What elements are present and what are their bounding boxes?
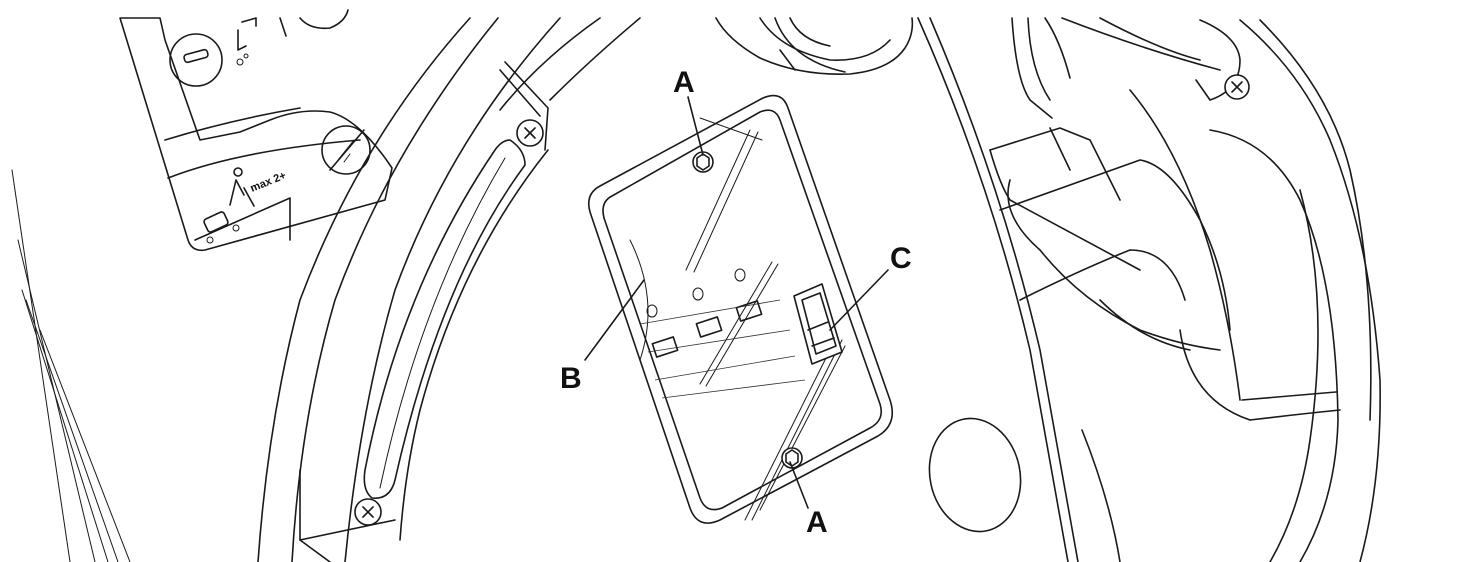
slope-warning-sticker: max 2+: [194, 167, 291, 244]
callout-b: B: [560, 362, 582, 395]
callout-a-bottom: A: [806, 506, 828, 539]
left-frame-edge: [11, 169, 131, 562]
frame-screw-top-icon: [516, 119, 544, 147]
no-spray-icon: [321, 125, 371, 175]
frame-screw-bottom-icon: [354, 498, 382, 526]
cover-bolt-bottom-icon: [781, 447, 803, 469]
rocker-switch-icon: [793, 283, 843, 365]
callout-leaders: [584, 96, 889, 509]
electrical-box-cover: [587, 94, 894, 524]
minus-button-icon: [169, 33, 223, 87]
callout-c: C: [890, 242, 912, 275]
relay-terminals: [639, 268, 806, 399]
control-panel: max 2+: [119, 9, 393, 252]
callout-a-top: A: [673, 66, 695, 99]
left-curved-frame: [257, 17, 641, 562]
right-housing: [917, 17, 1381, 562]
housing-screw-icon: [1224, 74, 1250, 100]
water-drop-icon: [236, 17, 257, 66]
round-plug: [928, 417, 1022, 533]
motor-housing: [715, 17, 914, 75]
